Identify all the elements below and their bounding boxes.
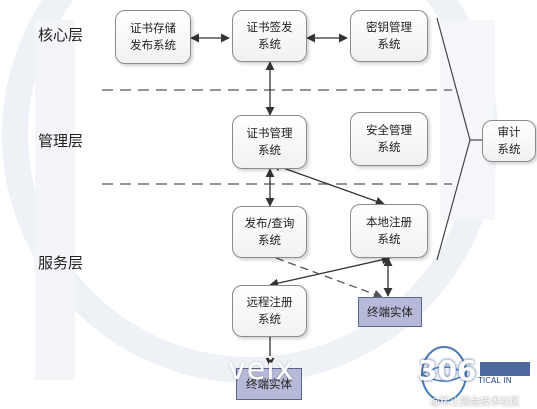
layer-label-core: 核心层 [38,26,84,44]
logo-subtext: TICAL IN [478,376,512,385]
node-line: 系统 [377,232,401,246]
node-audit: 审计 系统 [482,120,536,162]
node-line: 证书管理 [246,126,293,140]
watermark-left-text: veix [228,352,295,387]
audit-brace-bottom [436,139,471,261]
edge-publish-terminal-dashed [275,257,383,299]
node-line: 系统 [497,142,521,156]
node-line: 发布/查询 [244,216,295,230]
logo-watermark [421,346,530,402]
layer-label-management: 管理层 [38,132,84,150]
node-line: 系统 [258,312,281,326]
node-line: 发布系统 [130,38,176,52]
node-line: 系统 [258,233,281,247]
node-line: 密钥管理 [366,20,412,34]
edge-certmgmt-localreg [271,162,385,206]
terminal-entity: 终端实体 [358,297,422,327]
node-line: 审计 [497,125,521,139]
node-line: 证书签发 [246,20,293,34]
node-line: 系统 [377,37,401,51]
node-line: 系统 [377,140,401,154]
node-cert-issue: 证书签发 系统 [232,10,307,62]
node-cert-management: 证书管理 系统 [232,115,307,169]
audit-brace-top [436,17,471,141]
node-remote-registration: 远程注册 系统 [232,285,307,337]
edge-remote-localreg [269,255,391,288]
logo-number: 306 [418,354,477,387]
layer-label-service: 服务层 [38,254,84,272]
node-line: 系统 [258,37,281,51]
node-key-management: 密钥管理 系统 [350,10,428,62]
node-line: 系统 [258,143,281,157]
node-line: 本地注册 [366,215,412,229]
node-cert-storage-publish: 证书存储 发布系统 [115,10,191,64]
node-line: 远程注册 [246,295,293,309]
node-security-management: 安全管理 系统 [350,112,428,166]
node-line: 安全管理 [366,123,412,137]
node-local-registration: 本地注册 系统 [350,204,428,258]
node-line: 证书存储 [130,21,176,35]
site-watermark: @稀土掘金技术社区 [430,397,520,408]
terminal-entity-bottom: 终端实体 [236,368,302,400]
node-publish-query: 发布/查询 系统 [232,206,307,258]
